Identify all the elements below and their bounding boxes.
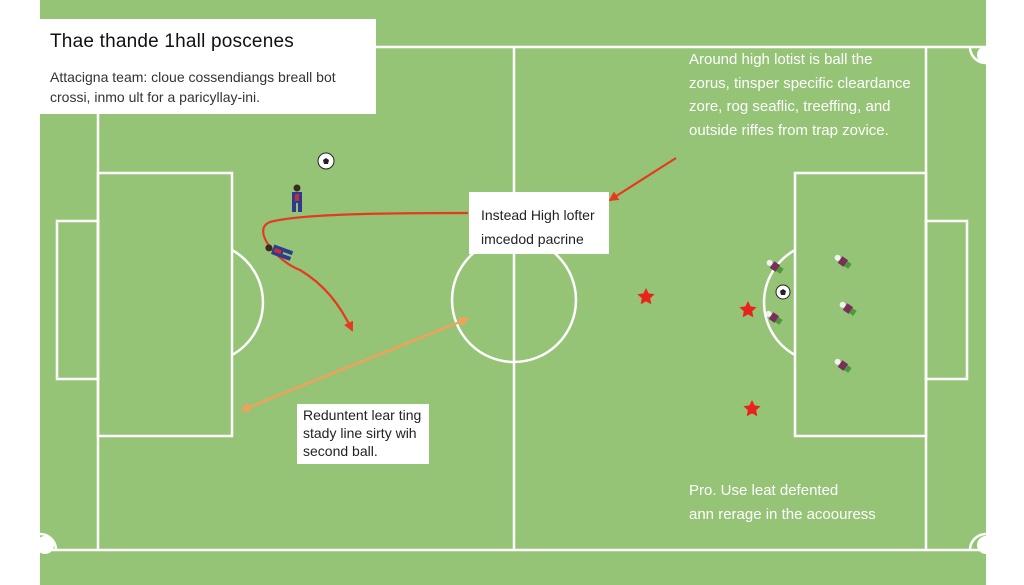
diagram-subtitle: Attacigna team: cloue cossendiangs breal… xyxy=(50,67,366,107)
callout-line: Instead High lofter xyxy=(481,207,595,223)
diagram-title: Thae thande 1hall poscenes xyxy=(50,31,294,52)
run-arrow-diagonal xyxy=(608,157,677,202)
callout-line: stady line sirty wih xyxy=(303,425,417,441)
target-stars xyxy=(637,288,761,417)
corner-arc-bottom-right xyxy=(968,532,987,551)
subtitle-line: Attacigna team: cloue cossendiangs breal… xyxy=(50,69,336,85)
subtitle-line: crossi, inmo ult for a paricyllay-ini. xyxy=(50,89,261,105)
star-marker-icon xyxy=(739,301,757,318)
title-panel: Thae thande 1hall poscenes Attacigna tea… xyxy=(40,19,376,114)
note-top-right: Around high lotist is ball the zorus, ti… xyxy=(689,48,939,142)
note-line: zorus, tinsper specific cleardance xyxy=(689,74,911,92)
note-line: ann rerage in the acoouress xyxy=(689,505,876,523)
player-figure-icon xyxy=(834,254,852,269)
note-bottom-right: Pro. Use leat defented ann rerage in the… xyxy=(689,479,939,526)
soccer-ball-icon xyxy=(317,152,335,170)
callout-center: Instead High lofter imcedod pacrine xyxy=(469,192,609,254)
right-goal-box xyxy=(924,219,969,381)
note-line: Pro. Use leat defented xyxy=(689,482,839,499)
corner-dot xyxy=(36,536,54,554)
callout-line: Reduntent lear ting xyxy=(303,407,422,423)
pass-arrow xyxy=(240,317,470,412)
soccer-ball-icon xyxy=(775,284,791,300)
right-penalty-arc xyxy=(762,248,796,357)
note-line: outside riffes from trap zovice. xyxy=(689,121,889,139)
player-figure-icon xyxy=(292,184,302,212)
left-penalty-arc xyxy=(231,248,265,357)
player-figure-icon xyxy=(265,244,294,261)
note-line: zore, rog seaflic, treeffing, and xyxy=(689,98,891,115)
left-penalty-box xyxy=(96,171,234,438)
player-figure-icon xyxy=(765,310,783,325)
star-marker-icon xyxy=(743,400,761,417)
callout-line: imcedod pacrine xyxy=(481,231,584,247)
player-figure-icon xyxy=(834,358,852,373)
left-goal-box xyxy=(55,219,100,381)
right-penalty-box xyxy=(793,171,928,438)
note-line: Around high lotist is ball the xyxy=(689,51,873,68)
run-arrow-curve xyxy=(262,211,469,332)
star-marker-icon xyxy=(637,288,655,305)
corner-dot xyxy=(977,46,995,64)
corner-dot xyxy=(977,536,995,554)
corner-dots xyxy=(36,46,995,554)
player-figure-icon xyxy=(839,301,857,316)
callout-left: Reduntent lear ting stady line sirty wih… xyxy=(297,404,429,464)
callout-line: second ball. xyxy=(303,443,378,459)
player-figure-icon xyxy=(766,259,784,274)
